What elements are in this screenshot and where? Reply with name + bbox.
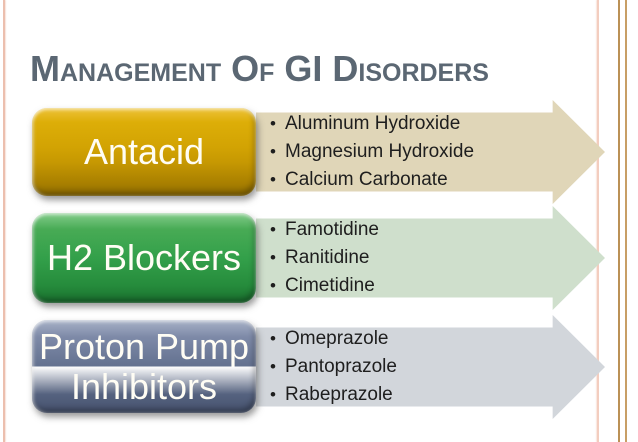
slide-title: Management Of GI Disorders — [30, 48, 489, 89]
list-item: Omeprazole — [268, 325, 397, 353]
list-item: Magnesium Hydroxide — [268, 138, 474, 166]
left-frame-line — [3, 0, 5, 442]
antacid-label-box: Antacid — [32, 108, 256, 196]
ppi-drug-list: Omeprazole Pantoprazole Rabeprazole — [256, 325, 397, 409]
ppi-label: Proton Pump Inhibitors — [38, 325, 250, 407]
ppi-label-box: Proton Pump Inhibitors — [32, 320, 256, 413]
list-item: Calcium Carbonate — [268, 166, 474, 194]
antacid-drug-list: Aluminum Hydroxide Magnesium Hydroxide C… — [256, 110, 474, 194]
list-item: Rabeprazole — [268, 381, 397, 409]
list-item: Aluminum Hydroxide — [268, 110, 474, 138]
right-frame-accent-line-outer — [625, 0, 627, 442]
list-item: Cimetidine — [268, 272, 379, 300]
ppi-arrow-shape: Omeprazole Pantoprazole Rabeprazole — [256, 315, 605, 419]
right-frame-line — [597, 0, 599, 442]
h2-blockers-label-box: H2 Blockers — [32, 213, 256, 303]
right-frame-accent-line-inner — [618, 0, 620, 442]
antacid-label: Antacid — [83, 131, 205, 173]
h2-blockers-label: H2 Blockers — [46, 237, 242, 279]
antacid-arrow-shape: Aluminum Hydroxide Magnesium Hydroxide C… — [256, 100, 605, 204]
list-item: Ranitidine — [268, 244, 379, 272]
h2-blockers-drug-list: Famotidine Ranitidine Cimetidine — [256, 216, 379, 300]
list-item: Famotidine — [268, 216, 379, 244]
list-item: Pantoprazole — [268, 353, 397, 381]
h2-blockers-arrow-shape: Famotidine Ranitidine Cimetidine — [256, 206, 605, 310]
